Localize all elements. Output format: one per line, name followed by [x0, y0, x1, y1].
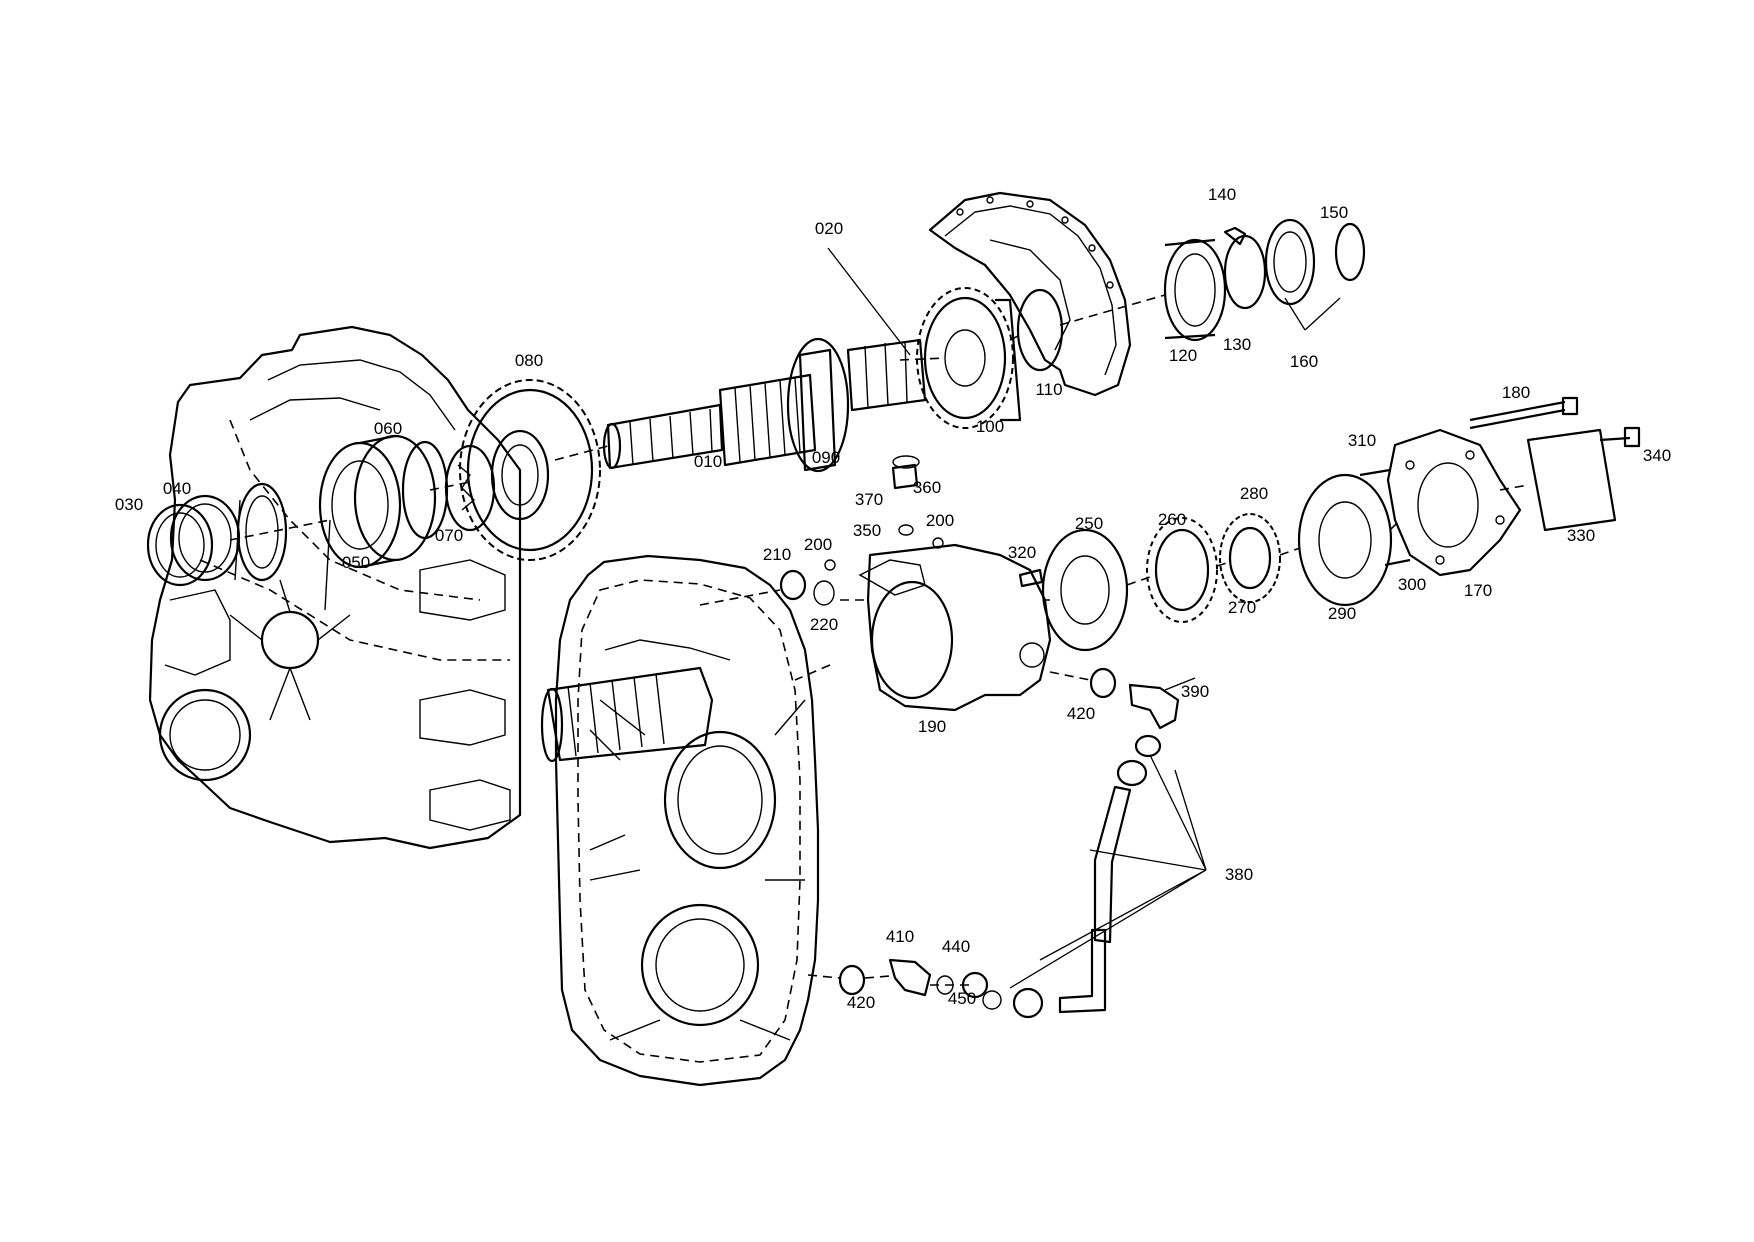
housing-190	[858, 455, 1052, 712]
leader-lines	[229, 247, 1529, 989]
label-120: 120	[1169, 346, 1197, 365]
label-420-a: 420	[1067, 704, 1095, 723]
label-300: 300	[1398, 575, 1426, 594]
label-200-b: 200	[926, 511, 954, 530]
label-260: 260	[1158, 510, 1186, 529]
gear-100	[916, 287, 1022, 429]
label-280: 280	[1240, 484, 1268, 503]
label-020: 020	[815, 219, 843, 238]
label-030: 030	[115, 495, 143, 514]
label-330: 330	[1567, 526, 1595, 545]
label-210: 210	[763, 545, 791, 564]
bearing-050	[318, 434, 449, 569]
label-350: 350	[853, 521, 881, 540]
label-270: 270	[1228, 598, 1256, 617]
label-160: 160	[1290, 352, 1318, 371]
plate-330	[1526, 428, 1617, 532]
part-140	[1223, 226, 1247, 246]
label-130: 130	[1223, 335, 1251, 354]
label-070: 070	[435, 526, 463, 545]
main-shaft	[602, 337, 927, 473]
label-410: 410	[886, 927, 914, 946]
label-100: 100	[976, 417, 1004, 436]
label-450: 450	[948, 989, 976, 1008]
label-420-b: 420	[847, 993, 875, 1012]
label-340: 340	[1643, 446, 1671, 465]
left-housing	[148, 325, 522, 850]
label-010: 010	[694, 452, 722, 471]
label-080: 080	[515, 351, 543, 370]
gear-080	[459, 379, 601, 561]
label-150: 150	[1320, 203, 1348, 222]
label-040: 040	[163, 479, 191, 498]
label-320: 320	[1008, 543, 1036, 562]
center-housing	[540, 554, 820, 1087]
label-090: 090	[812, 448, 840, 467]
ring-set	[1041, 473, 1393, 652]
label-110: 110	[1035, 380, 1062, 399]
label-440: 440	[942, 937, 970, 956]
label-200-a: 200	[804, 535, 832, 554]
label-170: 170	[1464, 581, 1492, 600]
small-parts	[779, 524, 1044, 606]
bearing-110	[1016, 288, 1064, 372]
ring-060	[401, 440, 449, 540]
label-250: 250	[1075, 514, 1103, 533]
rings-030-040	[146, 494, 241, 587]
label-060: 060	[374, 419, 402, 438]
label-050: 050	[342, 553, 370, 572]
bolts	[1359, 396, 1641, 567]
plug-360	[891, 463, 919, 490]
cover-170	[1386, 428, 1522, 577]
label-360: 360	[913, 478, 941, 497]
label-380: 380	[1225, 865, 1253, 884]
label-220: 220	[810, 615, 838, 634]
label-180: 180	[1502, 383, 1530, 402]
label-190: 190	[918, 717, 946, 736]
label-140: 140	[1208, 185, 1236, 204]
label-370: 370	[855, 490, 883, 509]
label-310: 310	[1348, 431, 1376, 450]
pipe-fittings	[838, 667, 1180, 1019]
label-290: 290	[1328, 604, 1356, 623]
rear-cover	[928, 191, 1132, 397]
part-labels: 010 020 030 040 050 060 070 080 090 100 …	[115, 185, 1671, 1012]
bearing-120-set	[1163, 218, 1366, 342]
label-390: 390	[1181, 682, 1209, 701]
